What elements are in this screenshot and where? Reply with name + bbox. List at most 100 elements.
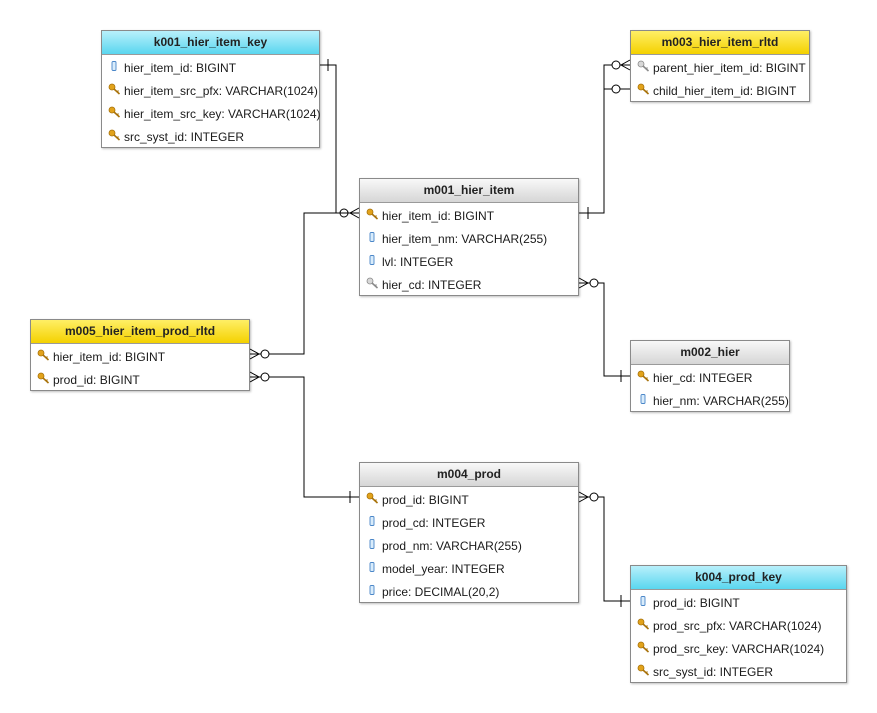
column-icon xyxy=(637,390,653,413)
column-icon xyxy=(108,57,124,80)
column-label: hier_item_src_pfx: VARCHAR(1024) xyxy=(124,84,318,98)
table-column-row[interactable]: prod_id: BIGINT xyxy=(31,369,249,392)
column-label: prod_nm: VARCHAR(255) xyxy=(382,539,522,553)
column-label: hier_item_id: BIGINT xyxy=(53,350,166,364)
key-icon xyxy=(366,205,382,228)
column-label: hier_item_id: BIGINT xyxy=(124,61,237,75)
table-column-row[interactable]: hier_item_nm: VARCHAR(255) xyxy=(360,228,578,251)
column-label: hier_item_id: BIGINT xyxy=(382,209,495,223)
table-column-row[interactable]: hier_cd: INTEGER xyxy=(360,274,578,297)
table-column-row[interactable]: hier_item_id: BIGINT xyxy=(102,57,319,80)
zero-marker xyxy=(589,492,599,502)
table-column-row[interactable]: hier_nm: VARCHAR(255) xyxy=(631,390,789,413)
many-marker xyxy=(249,371,261,383)
table-column-row[interactable]: src_syst_id: INTEGER xyxy=(631,661,846,684)
zero-marker xyxy=(260,372,270,382)
relationship-line xyxy=(320,64,359,214)
table-column-row[interactable]: hier_item_src_pfx: VARCHAR(1024) xyxy=(102,80,319,103)
relationship-line xyxy=(579,496,630,602)
table-header: m001_hier_item xyxy=(360,179,578,203)
table-column-row[interactable]: hier_item_src_key: VARCHAR(1024) xyxy=(102,103,321,126)
table-m005-hier-item-prod-rltd[interactable]: m005_hier_item_prod_rltd hier_item_id: B… xyxy=(30,319,250,391)
column-label: prod_id: BIGINT xyxy=(653,596,740,610)
table-column-row[interactable]: prod_id: BIGINT xyxy=(360,489,578,512)
table-m003-hier-item-rltd[interactable]: m003_hier_item_rltd parent_hier_item_id:… xyxy=(630,30,810,102)
column-list: hier_cd: INTEGER hier_nm: VARCHAR(255) xyxy=(631,365,789,417)
table-header: k001_hier_item_key xyxy=(102,31,319,55)
key-icon xyxy=(637,80,653,103)
key-icon xyxy=(108,80,124,103)
table-column-row[interactable]: price: DECIMAL(20,2) xyxy=(360,581,578,604)
column-list: prod_id: BIGINT prod_cd: INTEGER prod_nm: … xyxy=(360,487,578,608)
table-m004-prod[interactable]: m004_prod prod_id: BIGINT prod_cd: INTEGE… xyxy=(359,462,579,603)
column-icon xyxy=(366,558,382,581)
key-icon xyxy=(637,367,653,390)
column-list: prod_id: BIGINT prod_src_pfx: VARCHAR(102… xyxy=(631,590,846,688)
column-label: prod_id: BIGINT xyxy=(382,493,469,507)
key-icon xyxy=(37,369,53,392)
key-icon xyxy=(37,346,53,369)
many-marker xyxy=(619,59,631,71)
foreign-key-icon xyxy=(637,57,653,80)
table-column-row[interactable]: hier_item_id: BIGINT xyxy=(360,205,578,228)
table-column-row[interactable]: prod_id: BIGINT xyxy=(631,592,846,615)
column-label: prod_src_pfx: VARCHAR(1024) xyxy=(653,619,822,633)
column-label: model_year: INTEGER xyxy=(382,562,505,576)
table-header: m004_prod xyxy=(360,463,578,487)
table-header: m003_hier_item_rltd xyxy=(631,31,809,55)
table-header: k004_prod_key xyxy=(631,566,846,590)
column-list: hier_item_id: BIGINT prod_id: BIGINT xyxy=(31,344,249,396)
column-label: prod_src_key: VARCHAR(1024) xyxy=(653,642,825,656)
table-header: m005_hier_item_prod_rltd xyxy=(31,320,249,344)
column-label: child_hier_item_id: BIGINT xyxy=(653,84,797,98)
column-label: hier_item_nm: VARCHAR(255) xyxy=(382,232,548,246)
column-label: src_syst_id: INTEGER xyxy=(124,130,245,144)
column-label: lvl: INTEGER xyxy=(382,255,454,269)
column-label: parent_hier_item_id: BIGINT xyxy=(653,61,806,75)
many-marker xyxy=(578,277,590,289)
key-icon xyxy=(108,103,124,126)
relationship-line xyxy=(250,376,359,498)
column-label: hier_cd: INTEGER xyxy=(382,278,482,292)
key-icon xyxy=(637,638,653,661)
table-column-row[interactable]: src_syst_id: INTEGER xyxy=(102,126,319,149)
table-column-row[interactable]: prod_nm: VARCHAR(255) xyxy=(360,535,578,558)
zero-marker xyxy=(611,84,621,94)
table-column-row[interactable]: model_year: INTEGER xyxy=(360,558,578,581)
column-label: src_syst_id: INTEGER xyxy=(653,665,774,679)
table-column-row[interactable]: hier_item_id: BIGINT xyxy=(31,346,249,369)
table-column-row[interactable]: lvl: INTEGER xyxy=(360,251,578,274)
foreign-key-icon xyxy=(366,274,382,297)
table-column-row[interactable]: prod_src_pfx: VARCHAR(1024) xyxy=(631,615,846,638)
key-icon xyxy=(108,126,124,149)
column-list: hier_item_id: BIGINT hier_item_nm: VARCHA… xyxy=(360,203,578,301)
column-icon xyxy=(366,512,382,535)
key-icon xyxy=(637,615,653,638)
column-list: hier_item_id: BIGINT hier_item_src_pfx: V… xyxy=(102,55,321,153)
column-label: price: DECIMAL(20,2) xyxy=(382,585,500,599)
column-icon xyxy=(366,228,382,251)
key-icon xyxy=(366,489,382,512)
table-column-row[interactable]: hier_cd: INTEGER xyxy=(631,367,789,390)
relationship-line xyxy=(250,212,359,355)
table-header: m002_hier xyxy=(631,341,789,365)
table-column-row[interactable]: child_hier_item_id: BIGINT xyxy=(631,80,809,103)
table-k004-prod-key[interactable]: k004_prod_key prod_id: BIGINT prod_src_pf… xyxy=(630,565,847,683)
zero-marker xyxy=(589,278,599,288)
column-label: prod_cd: INTEGER xyxy=(382,516,486,530)
table-column-row[interactable]: prod_src_key: VARCHAR(1024) xyxy=(631,638,846,661)
table-k001-hier-item-key[interactable]: k001_hier_item_key hier_item_id: BIGINT h… xyxy=(101,30,321,148)
table-m001-hier-item[interactable]: m001_hier_item hier_item_id: BIGINT hier_… xyxy=(359,178,579,296)
column-label: hier_item_src_key: VARCHAR(1024) xyxy=(124,107,321,121)
table-column-row[interactable]: prod_cd: INTEGER xyxy=(360,512,578,535)
zero-marker xyxy=(611,60,621,70)
column-icon xyxy=(366,581,382,604)
table-m002-hier[interactable]: m002_hier hier_cd: INTEGER hier_nm: VARCH… xyxy=(630,340,790,412)
relationship-line xyxy=(579,282,630,377)
column-icon xyxy=(366,535,382,558)
column-label: hier_nm: VARCHAR(255) xyxy=(653,394,789,408)
column-icon xyxy=(366,251,382,274)
table-column-row[interactable]: parent_hier_item_id: BIGINT xyxy=(631,57,809,80)
